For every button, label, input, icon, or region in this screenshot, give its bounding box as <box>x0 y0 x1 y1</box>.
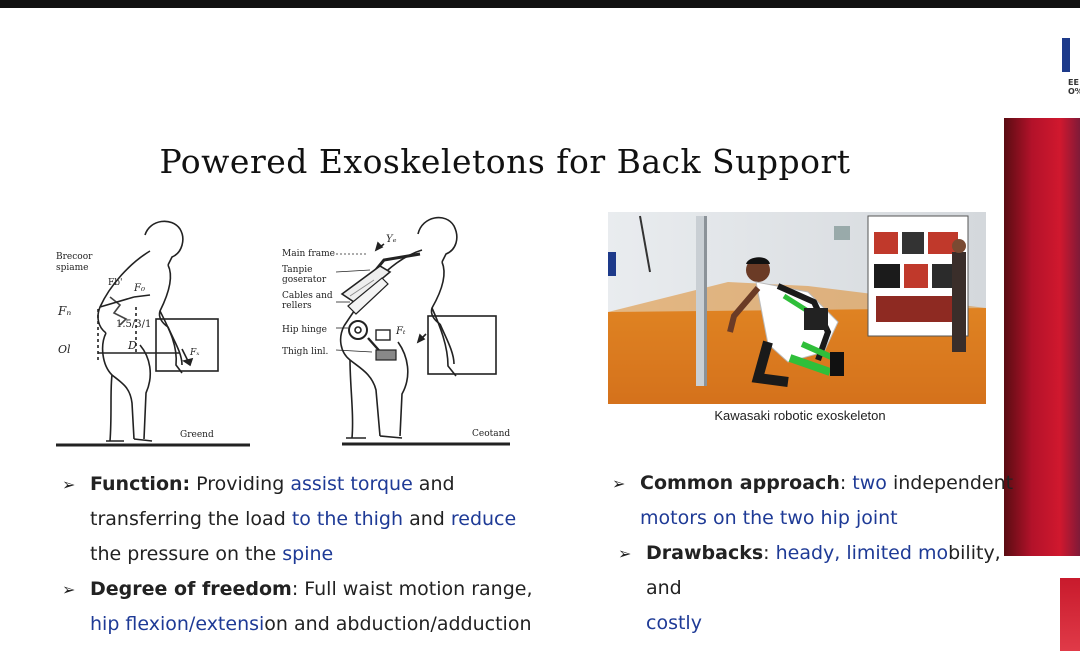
label-rellers: rellers <box>282 301 312 311</box>
label-goserator: goserator <box>282 275 327 285</box>
bullet-arrow-icon: ➢ <box>62 580 76 599</box>
label-ground: Greend <box>180 430 214 440</box>
common-text-1: : <box>839 472 853 494</box>
label-fa: F₀ <box>133 283 145 294</box>
common-l2-blue-1: motors on the two hip joint <box>640 507 898 529</box>
dof-key: Degree of freedom <box>90 578 292 600</box>
dof-l2-blue-1: hip flexion/extensi <box>90 613 265 635</box>
bullet-arrow-icon: ➢ <box>62 475 76 494</box>
label-spiame: spiame <box>56 263 88 273</box>
kawasaki-exoskeleton-photo <box>608 212 986 404</box>
label-ft: Fₓ <box>189 348 200 358</box>
dof-l2-text-1: on and abduction/adduction <box>264 613 532 635</box>
label-ol: Ol <box>58 343 71 356</box>
function-l3-blue-1: spine <box>282 543 334 565</box>
draw-key: Drawbacks <box>646 542 764 564</box>
bullet-degree-of-freedom: ➢ Degree of freedom: Full waist motion r… <box>62 572 582 642</box>
draw-text-2: bility, and <box>646 542 1001 599</box>
draw-l2-blue-1: costly <box>646 612 702 634</box>
function-l2-blue-1: to the thigh <box>291 508 404 530</box>
common-key: Common approach <box>640 472 840 494</box>
common-text-2: independent <box>886 472 1014 494</box>
label-ground-right: Ceotand <box>472 429 510 439</box>
function-blue-1: assist torque <box>290 473 413 495</box>
dof-text-1: : Full waist motion range, <box>291 578 533 600</box>
bullets-left: ➢ Function: Providing assist torque and … <box>62 467 582 642</box>
label-tanpie: Tanpie <box>282 265 312 275</box>
label-ft-right: Fₜ <box>395 326 406 337</box>
bullet-function: ➢ Function: Providing assist torque and … <box>62 467 582 572</box>
label-main-frame: Main frame <box>282 249 335 259</box>
function-l2-text-1: transferring the load <box>90 508 292 530</box>
top-border <box>0 0 1080 8</box>
logo-text-line1: EE <box>1068 78 1079 87</box>
function-text-2: and <box>412 473 455 495</box>
label-ye: Yₑ <box>386 234 397 245</box>
label-d: D <box>127 339 137 352</box>
bullet-drawbacks: ➢ Drawbacks: heady, limited mobility, an… <box>618 536 1042 641</box>
function-l2-blue-2: reduce <box>450 508 517 530</box>
draw-blue-1: heady, limited mo <box>775 542 949 564</box>
function-text-1: Providing <box>190 473 291 495</box>
logo-text-line2: O% <box>1068 87 1080 96</box>
slide-title: Powered Exoskeletons for Back Support <box>159 142 851 181</box>
bullet-arrow-icon: ➢ <box>618 544 632 563</box>
logo-text: EE O% <box>1068 78 1080 96</box>
exoskeleton-diagram: Main frame Tanpie goserator Cables and r… <box>282 216 510 446</box>
logo-mark <box>1062 38 1070 72</box>
bullet-common-approach: ➢ Common approach: two independent motor… <box>612 466 1042 536</box>
lifting-posture-diagram: Brecoor spiame Fb' F₀ Fₙ 1.5/3/1 D Ol Fₓ… <box>56 220 250 447</box>
bullets-right: ➢ Common approach: two independent motor… <box>612 466 1042 641</box>
common-blue-1: two <box>852 472 887 494</box>
label-fb: Fb' <box>108 278 122 288</box>
label-ratio: 1.5/3/1 <box>116 319 151 330</box>
label-fn: Fₙ <box>57 304 71 318</box>
label-brecoor: Brecoor <box>56 252 93 262</box>
draw-text-1: : <box>763 542 776 564</box>
function-l3-text-1: the pressure on the <box>90 543 283 565</box>
side-photo-strip <box>1004 118 1080 556</box>
function-key: Function: <box>90 473 191 495</box>
side-photo-strip-bottom <box>1060 578 1080 651</box>
photo-caption: Kawasaki robotic exoskeleton <box>714 408 886 423</box>
label-cables: Cables and <box>282 291 333 301</box>
bullet-arrow-icon: ➢ <box>612 474 626 493</box>
label-thigh: Thigh linl. <box>282 347 329 357</box>
label-hip-hinge: Hip hinge <box>282 325 327 335</box>
function-l2-text-2: and <box>403 508 451 530</box>
